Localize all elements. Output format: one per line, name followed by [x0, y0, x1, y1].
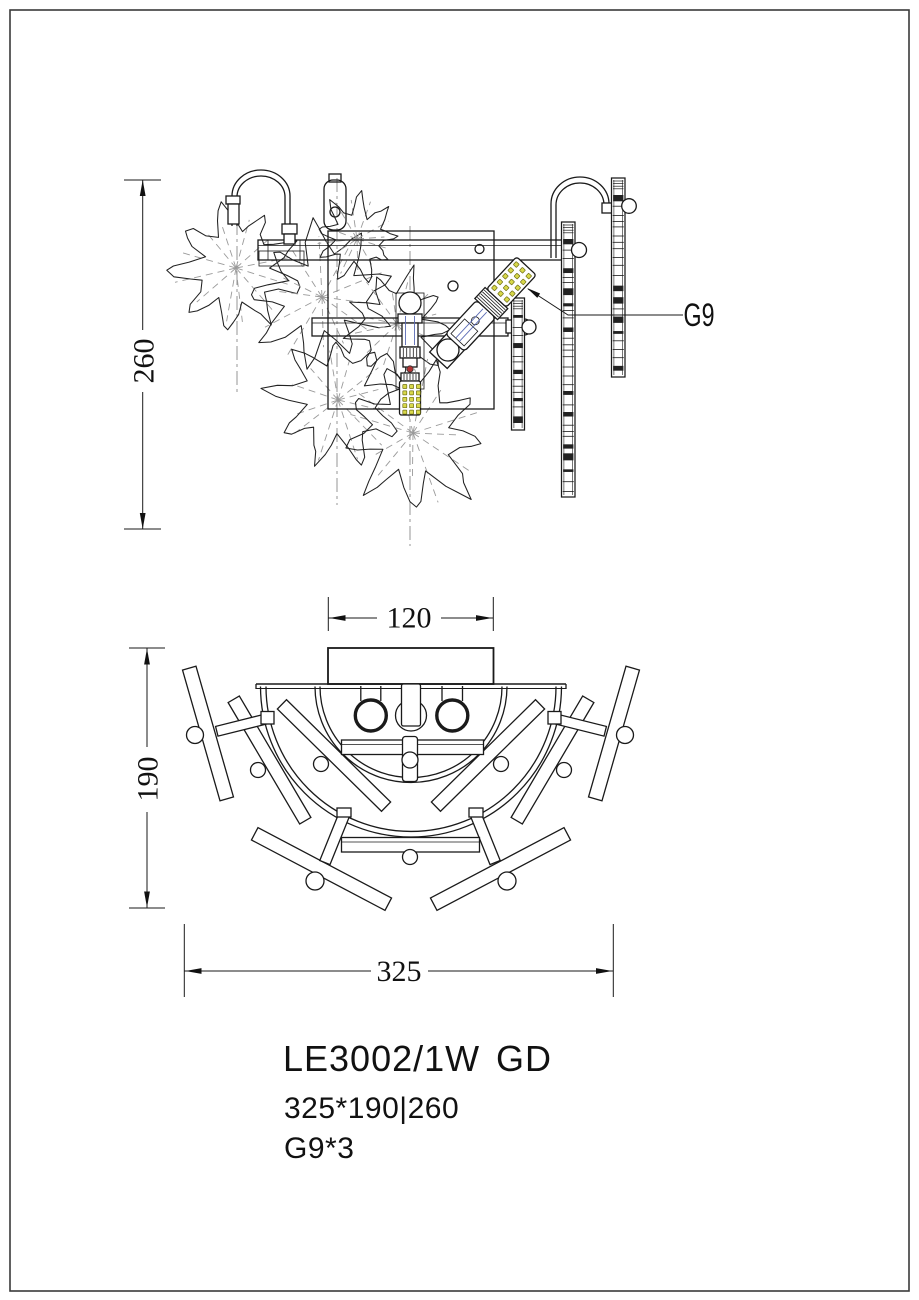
g9-callout-label: G9: [684, 297, 715, 333]
center-stem: [400, 683, 422, 727]
sheet-border: [9, 9, 910, 1292]
mounting-plate: [327, 647, 495, 685]
joint-block: [547, 710, 562, 725]
bulb-positions: [353, 683, 470, 733]
joint-block: [468, 807, 484, 818]
crystal-bar: [560, 221, 576, 498]
decorative-leaf: [260, 341, 402, 467]
bulb-circle: [435, 698, 470, 733]
bead: [570, 241, 588, 259]
right-hook: [550, 176, 620, 258]
bead: [521, 319, 537, 335]
beads: [185, 725, 635, 891]
collar-ridges: [477, 289, 506, 318]
bulb-circle: [353, 698, 388, 733]
crystal-rods: [181, 665, 641, 912]
crystal-pendant-bars: [510, 177, 626, 498]
g9-socket-tilted: [428, 257, 536, 370]
joint-block: [260, 710, 275, 725]
dimension-325: 325: [183, 924, 614, 997]
bulb-spec: G9*3: [284, 1132, 354, 1165]
height-dimension-label: 260: [128, 339, 161, 384]
g9-callout: G9: [527, 288, 715, 333]
title-block: LE3002/1W GD 325*190|260 G9*3: [283, 1038, 552, 1165]
center-hanger-strap: [323, 173, 347, 231]
size-spec: 325*190|260: [284, 1092, 459, 1125]
decorative-leaf: [317, 190, 399, 284]
centerlines: [236, 178, 411, 546]
dimension-260: 260: [124, 179, 161, 530]
side-view-drawing: G9 260: [124, 169, 715, 546]
g9-socket-down: [395, 291, 425, 416]
crystal-rod: [276, 698, 392, 813]
crystal-bar: [510, 297, 526, 431]
plate-width-dimension-label: 120: [387, 602, 432, 635]
bead: [401, 848, 419, 866]
bead: [401, 751, 419, 769]
dimension-120: 120: [327, 597, 494, 635]
finish-code: GD: [496, 1038, 552, 1079]
model-number: LE3002/1W: [283, 1038, 480, 1079]
crystal-bar: [610, 177, 626, 378]
callout-arrowhead: [527, 288, 541, 298]
crystal-bars: [340, 735, 485, 866]
plate-hole: [474, 243, 485, 255]
collar-ridges: [403, 374, 417, 380]
indicator-dot: [406, 365, 414, 373]
plan-view-drawing: 120 190 325: [129, 597, 641, 997]
dimension-190: 190: [129, 647, 165, 909]
plate-hole: [447, 280, 459, 292]
width-dimension-label: 325: [377, 955, 422, 988]
depth-dimension-label: 190: [132, 757, 165, 802]
joint-block: [336, 807, 352, 818]
collar-ridges: [402, 348, 418, 357]
bead: [621, 198, 637, 214]
left-hook: [225, 169, 298, 245]
